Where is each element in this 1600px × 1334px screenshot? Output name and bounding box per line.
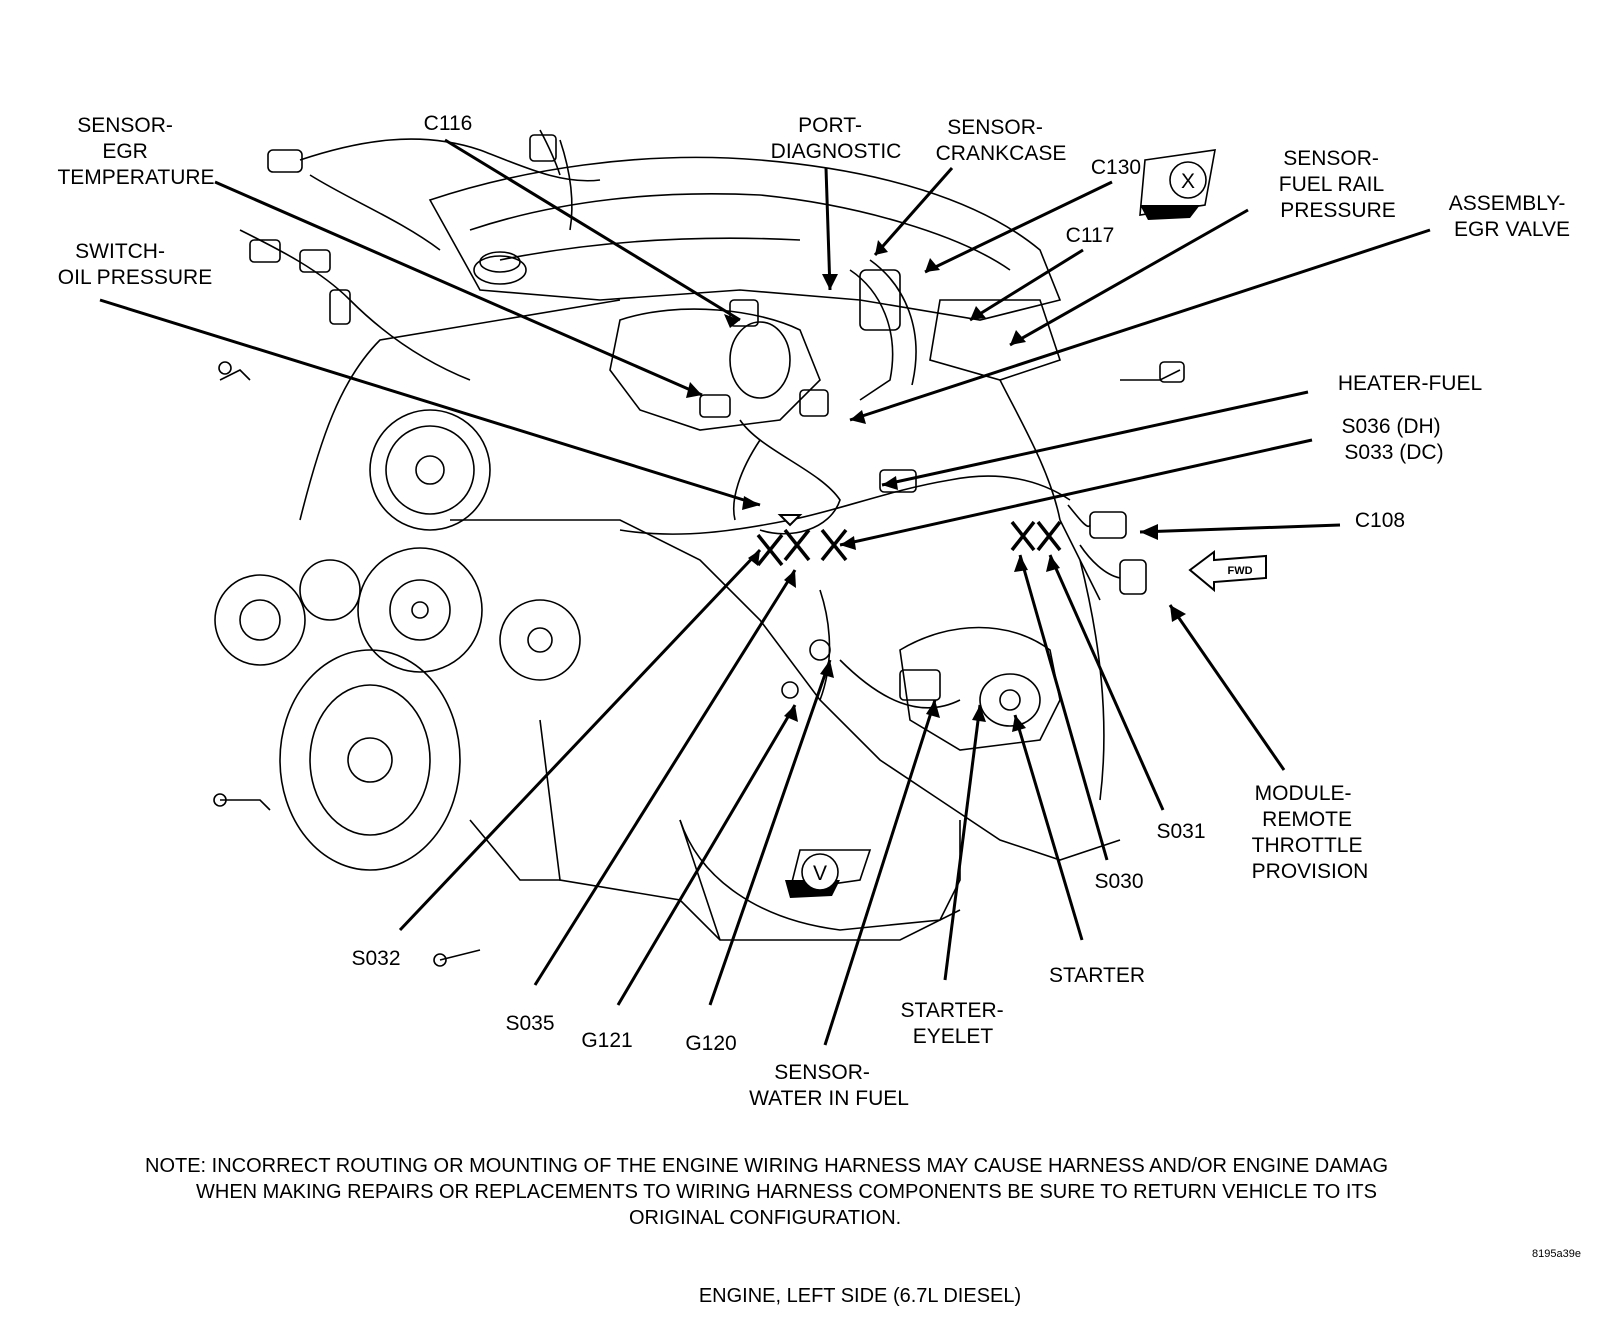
view-x-label: X	[1181, 170, 1195, 193]
leader-lines	[99, 138, 1431, 1046]
label-s031: S031	[1156, 820, 1205, 843]
note-line-3: ORIGINAL CONFIGURATION.	[629, 1207, 901, 1229]
note-line-2: WHEN MAKING REPAIRS OR REPLACEMENTS TO W…	[196, 1181, 1377, 1203]
note-block: NOTE: INCORRECT ROUTING OR MOUNTING OF T…	[145, 1155, 1388, 1229]
label-assembly-egr-valve: ASSEMBLY- EGR VALVE	[1449, 192, 1572, 241]
view-x-indicator: X	[1139, 149, 1216, 220]
component-labels: SENSOR- EGR TEMPERATURE C116 PORT- DIAGN…	[57, 112, 1572, 1110]
note-line-1: NOTE: INCORRECT ROUTING OR MOUNTING OF T…	[145, 1155, 1388, 1177]
label-s036-s033: S036 (DH) S033 (DC)	[1341, 415, 1446, 464]
figure-id: 8195a39e	[1532, 1248, 1581, 1260]
label-g121: G121	[581, 1029, 632, 1052]
label-switch-oil-pressure: SWITCH- OIL PRESSURE	[58, 240, 212, 289]
splice-markers	[756, 514, 1062, 567]
leader-arrowheads	[686, 240, 1186, 732]
engine-illustration	[213, 129, 1185, 967]
label-g120: G120	[685, 1032, 736, 1055]
label-s035: S035	[505, 1012, 554, 1035]
label-s032: S032	[351, 947, 400, 970]
label-s030: S030	[1094, 870, 1143, 893]
fwd-label: FWD	[1227, 565, 1252, 577]
label-module-remote-throttle: MODULE- REMOTE THROTTLE PROVISION	[1252, 782, 1369, 883]
label-c130: C130	[1091, 156, 1141, 179]
label-sensor-crankcase: SENSOR- CRANKCASE	[936, 116, 1067, 165]
view-v-label: V	[813, 862, 827, 885]
label-starter: STARTER	[1049, 964, 1145, 987]
view-v-indicator: V	[785, 849, 872, 898]
figure-caption: ENGINE, LEFT SIDE (6.7L DIESEL)	[699, 1285, 1021, 1307]
label-sensor-fuel-rail: SENSOR- FUEL RAIL PRESSURE	[1279, 147, 1396, 222]
label-port-diagnostic: PORT- DIAGNOSTIC	[771, 114, 902, 163]
label-heater-fuel: HEATER-FUEL	[1338, 372, 1482, 395]
forward-arrow-indicator: FWD	[1188, 550, 1267, 593]
label-starter-eyelet: STARTER- EYELET	[901, 999, 1010, 1048]
label-c116: C116	[424, 112, 473, 135]
label-c117: C117	[1066, 224, 1115, 247]
label-sensor-egr-temp: SENSOR- EGR TEMPERATURE	[57, 114, 214, 189]
label-sensor-water-in-fuel: SENSOR- WATER IN FUEL	[749, 1061, 909, 1110]
label-c108: C108	[1355, 509, 1405, 532]
